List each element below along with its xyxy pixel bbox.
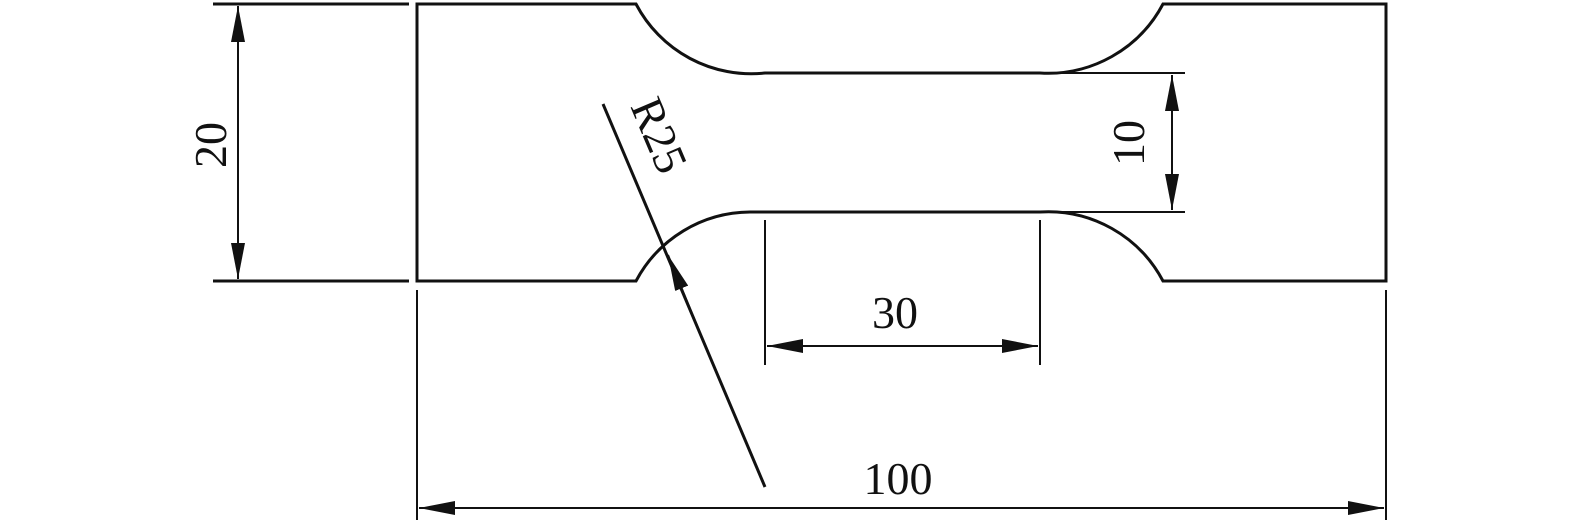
specimen-outline <box>415 2 1388 283</box>
dimension-label-30: 30 <box>872 287 918 338</box>
dimension-length-30: 30 <box>764 220 1041 365</box>
radius-leader-r25: R25 <box>601 90 767 488</box>
dimension-label-10: 10 <box>1103 120 1154 166</box>
dimension-label-100: 100 <box>864 453 933 504</box>
dimension-width-20: 20 <box>185 2 409 283</box>
dimension-label-20: 20 <box>185 122 236 168</box>
radius-label: R25 <box>621 90 698 181</box>
dimension-width-10: 10 <box>1103 75 1179 210</box>
dimension-length-100: 100 <box>416 290 1387 520</box>
